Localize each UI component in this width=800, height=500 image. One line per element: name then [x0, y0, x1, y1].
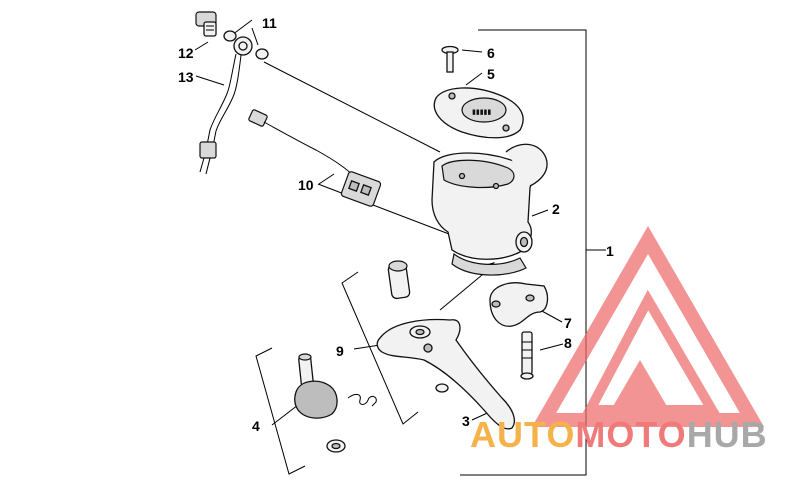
callout-10: 10	[298, 177, 314, 193]
callout-labels: 1 2 3 4 5 6 7 8 9 10 11 12 13	[178, 15, 614, 434]
brand-wordmark: AUTOMOTOHUB	[470, 414, 768, 455]
callout-1: 1	[606, 243, 614, 259]
wordmark-hub: HUB	[687, 414, 768, 455]
handlebar-clamp	[489, 282, 549, 327]
callout-2: 2	[552, 201, 560, 217]
callout-7: 7	[564, 315, 572, 331]
callout-6: 6	[487, 45, 495, 61]
cover-screw	[441, 45, 459, 73]
brake-lever	[376, 318, 516, 430]
switch-plunger	[294, 353, 346, 453]
banjo-bolt	[195, 11, 217, 37]
callout-8: 8	[564, 335, 572, 351]
brake-light-switch-harness	[248, 109, 382, 207]
svg-text:▮▮▮▮▮: ▮▮▮▮▮	[472, 109, 491, 116]
group-bracket-4	[255, 347, 306, 475]
lever-spring	[347, 393, 377, 407]
reservoir-cover: ▮▮▮▮▮	[433, 87, 524, 139]
callout-3: 3	[462, 413, 470, 429]
callout-5: 5	[487, 66, 495, 82]
wordmark-moto: MOTO	[575, 414, 686, 455]
master-cylinder-body	[431, 143, 548, 276]
callout-11: 11	[262, 15, 277, 31]
lever-pivot-pin	[387, 260, 411, 300]
sealing-washer	[255, 48, 269, 60]
group-bracket-9	[341, 271, 419, 425]
sealing-washer	[223, 30, 237, 42]
retaining-clip	[435, 383, 449, 393]
brand-logo	[531, 226, 765, 427]
callout-13: 13	[178, 69, 194, 85]
wordmark-auto: AUTO	[470, 414, 575, 455]
leader-lines	[194, 19, 564, 426]
assembly-bracket	[460, 29, 606, 476]
brake-hose	[199, 36, 253, 175]
clamp-bolt	[520, 331, 534, 380]
callout-4: 4	[252, 418, 260, 434]
callout-9: 9	[336, 343, 344, 359]
callout-12: 12	[178, 45, 194, 61]
